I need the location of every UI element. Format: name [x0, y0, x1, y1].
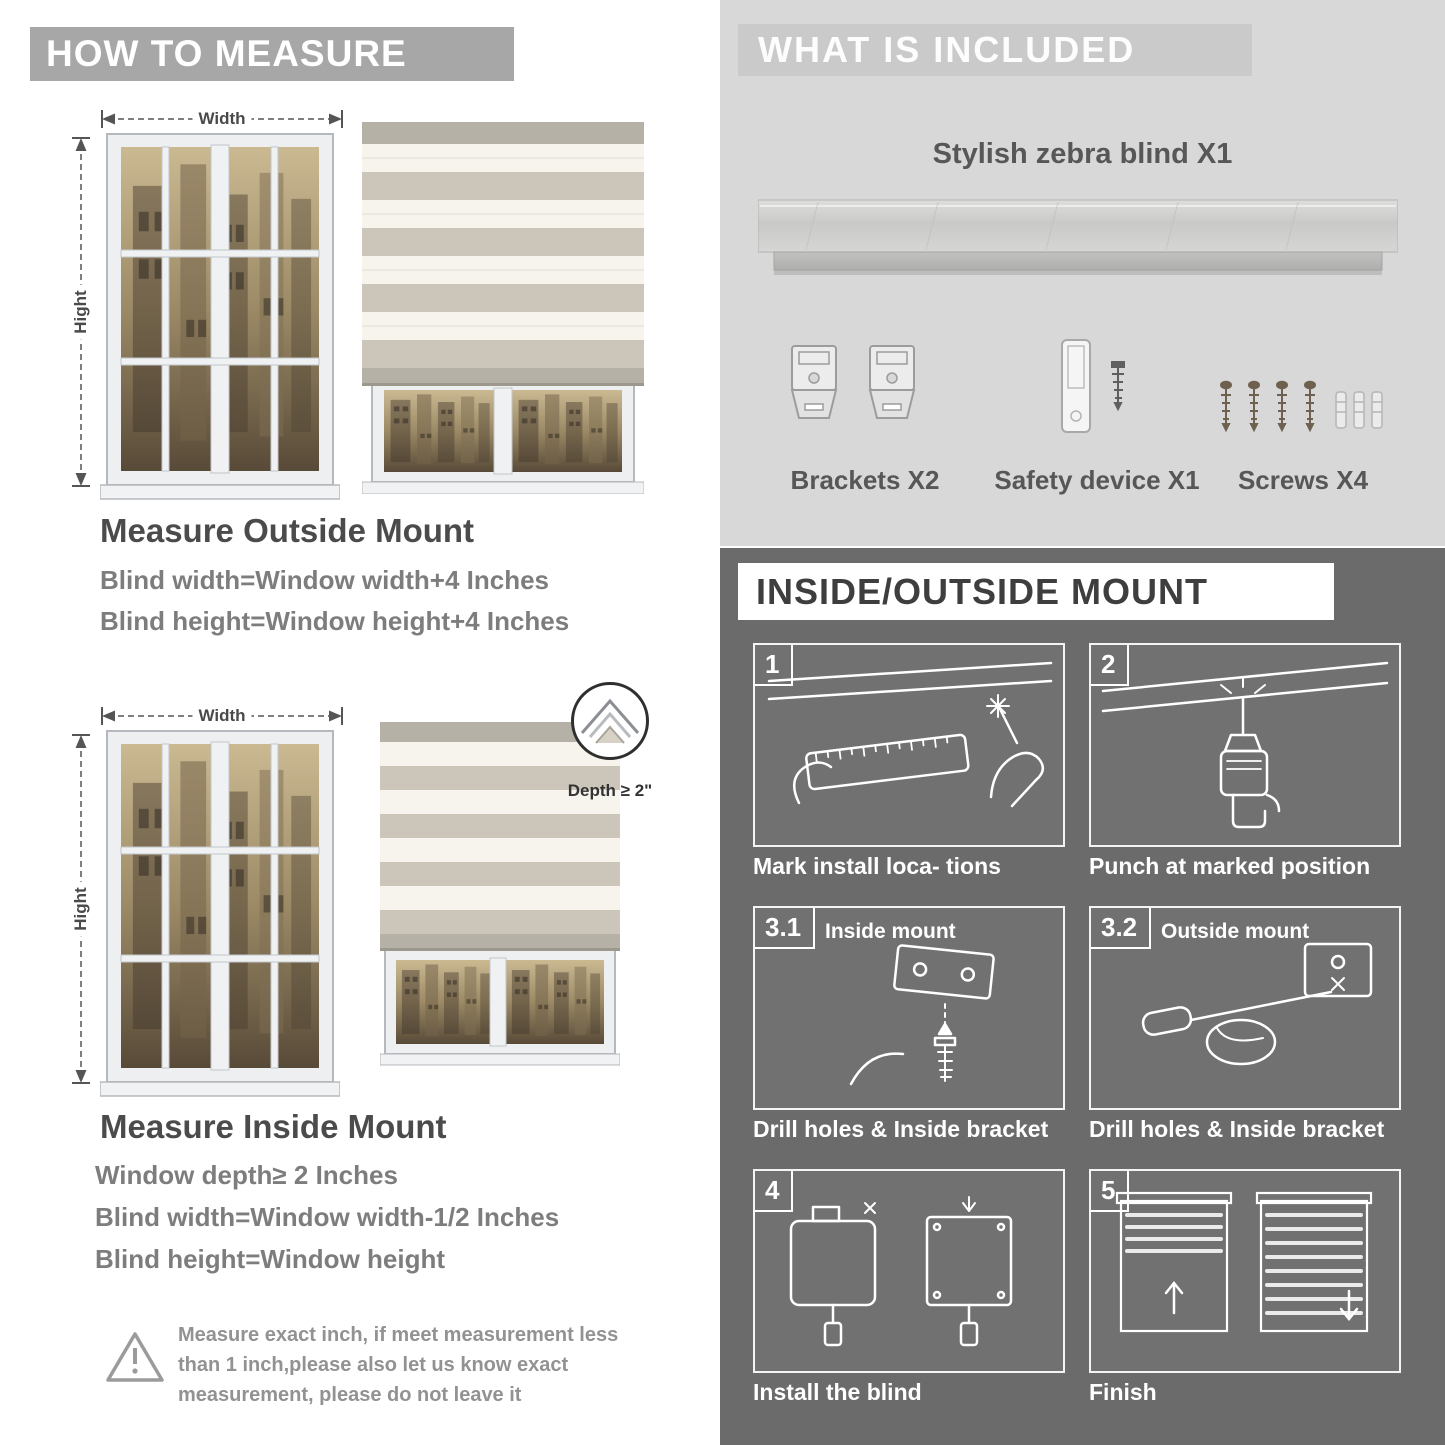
step-illustration-frame: 4 [753, 1169, 1065, 1373]
step-number: 3.1 [755, 908, 816, 949]
drill-icon [1101, 661, 1389, 829]
safety-device-label: Safety device X1 [994, 465, 1200, 495]
width-label: Width [192, 706, 252, 726]
step-number: 4 [755, 1171, 794, 1212]
step-caption: Mark install loca- tions [753, 853, 1001, 879]
inside-mount-title: Measure Inside Mount [100, 1108, 447, 1145]
screws-icon [1220, 380, 1383, 433]
finished-blinds-icon [1115, 1191, 1373, 1333]
what-is-included-panel: WHAT IS INCLUDED Stylish zebra blind X1 [720, 0, 1445, 546]
step-caption: Finish [1089, 1379, 1157, 1405]
screws-label: Screws X4 [1237, 465, 1369, 495]
inside-mount-window-illustration [100, 730, 340, 1098]
width-arrow: Width [100, 108, 344, 130]
brackets-label: Brackets X2 [790, 465, 940, 495]
inside-mount-formula-depth: Window depth≥ 2 Inches [95, 1160, 398, 1190]
mark-locations-icon [767, 661, 1053, 808]
step-number: 2 [1091, 645, 1130, 686]
width-label: Width [192, 109, 252, 129]
outside-mount-formula-width: Blind width=Window width+4 Inches [100, 565, 549, 595]
headrail-illustration [758, 199, 1398, 275]
step-title: Inside mount [825, 920, 956, 943]
step-illustration-frame: 2 [1089, 643, 1401, 847]
mount-guide-panel: INSIDE/OUTSIDE MOUNT [720, 548, 1445, 1445]
how-to-measure-header: HOW TO MEASURE [30, 27, 514, 81]
step-caption: Install the blind [753, 1379, 922, 1405]
step-number: 5 [1091, 1171, 1130, 1212]
window-corner-icon [580, 698, 640, 744]
warning-triangle-icon [106, 1332, 164, 1382]
inside-bracket-icon [849, 944, 995, 1086]
product-label: Stylish zebra blind X1 [932, 138, 1233, 170]
bracket-icon [790, 345, 838, 419]
double-arrow-icon [72, 734, 90, 1084]
height-label: Hight [71, 284, 91, 340]
mount-step-1: 1 Mark install loca- tions [753, 643, 1065, 880]
width-arrow: Width [100, 705, 344, 727]
outside-bracket-icon [1141, 942, 1373, 1066]
height-arrow: Hight [70, 136, 92, 488]
mount-step-3-1: 3.1 Inside mount Drill holes & Inside br… [753, 906, 1065, 1143]
brackets-illustration [782, 340, 924, 430]
mount-step-2: 2 Punch at marked position [1089, 643, 1401, 880]
outside-mount-title: Measure Outside Mount [100, 512, 475, 549]
double-arrow-icon [72, 137, 90, 487]
height-arrow: Hight [70, 733, 92, 1085]
step-illustration-frame: 5 [1089, 1169, 1401, 1373]
mount-guide-header: INSIDE/OUTSIDE MOUNT [738, 563, 1334, 620]
inside-mount-blind-illustration [380, 722, 620, 1067]
inside-mount-formula-width: Blind width=Window width-1/2 Inches [95, 1202, 560, 1232]
outside-mount-window-illustration [100, 133, 340, 501]
step-number: 3.2 [1091, 908, 1152, 949]
anchor-icon [1335, 391, 1383, 429]
step-caption: Drill holes & Inside bracket [753, 1116, 1049, 1142]
mount-steps-grid: 1 Mark install loca- tions [753, 643, 1401, 1406]
depth-callout-circle [571, 682, 649, 760]
step-caption: Punch at marked position [1089, 853, 1371, 879]
height-label: Hight [71, 881, 91, 937]
depth-label: Depth ≥ 2" [567, 781, 653, 800]
step-illustration-frame: 3.1 Inside mount [753, 906, 1065, 1110]
outside-mount-blind-illustration [362, 122, 644, 494]
step-illustration-frame: 3.2 Outside mount [1089, 906, 1401, 1110]
inside-mount-formula-height: Blind height=Window height [95, 1244, 445, 1274]
mount-step-4: 4 Install the blind [753, 1169, 1065, 1406]
install-blind-icon [789, 1196, 1013, 1347]
step-caption: Drill holes & Inside bracket [1089, 1116, 1385, 1142]
mount-step-3-2: 3.2 Outside mount Drill holes & Inside b… [1089, 906, 1401, 1143]
step-title: Outside mount [1161, 920, 1310, 943]
outside-mount-formula-height: Blind height=Window height+4 Inches [100, 606, 570, 636]
step-illustration-frame: 1 [753, 643, 1065, 847]
bracket-icon [868, 345, 916, 419]
what-is-included-header: WHAT IS INCLUDED [738, 24, 1252, 76]
step-number: 1 [755, 645, 794, 686]
safety-device-icon [1061, 339, 1125, 433]
mount-step-5: 5 Finish [1089, 1169, 1401, 1406]
measure-warning-note: Measure exact inch, if meet measurement … [178, 1324, 619, 1406]
